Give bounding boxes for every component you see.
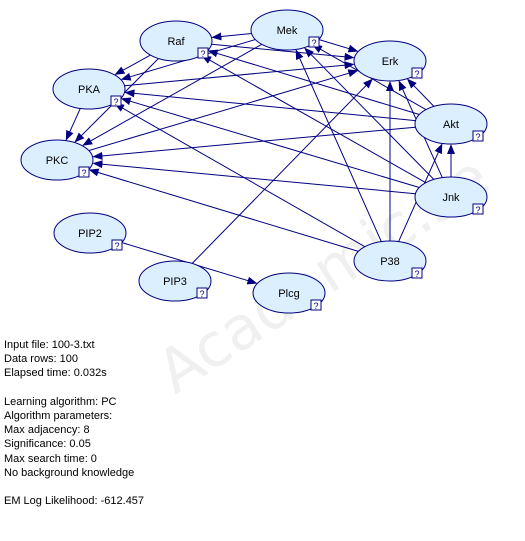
node-ellipse[interactable] [138,260,212,302]
help-badge-text: ? [414,269,419,279]
help-badge-icon[interactable] [472,130,484,142]
node-ellipse[interactable] [53,212,127,254]
node-label: Erk [382,56,399,68]
node-ellipse[interactable] [252,272,326,314]
node-label: PKC [46,155,69,167]
info-line: Algorithm parameters: [4,409,113,422]
node-ellipse[interactable] [353,40,427,82]
node-label: PIP2 [78,228,102,240]
info-line: Data rows: 100 [4,353,78,366]
help-badge-text: ? [311,38,316,48]
edge-raf-to-erk[interactable] [211,43,355,61]
info-line: Max adjacency: 8 [4,424,90,437]
node-mek[interactable]: Mek? [250,9,324,51]
help-badge-text: ? [475,132,480,142]
node-ellipse[interactable] [250,9,324,51]
node-ellipse[interactable] [139,20,213,62]
node-ellipse[interactable] [414,176,488,218]
help-badge-text: ? [313,301,318,311]
info-line: No background knowledge [4,466,135,479]
edge-pkc-to-erk[interactable] [88,69,359,152]
help-badge-icon[interactable] [308,36,320,48]
node-label: Jnk [442,192,460,204]
help-badge-text: ? [113,97,118,107]
help-badge-icon[interactable] [196,287,208,299]
edge-mek-to-erk[interactable] [318,39,359,53]
edge-pka-to-erk[interactable] [124,61,355,87]
node-ellipse[interactable] [52,68,126,110]
help-badge-icon[interactable] [411,267,423,279]
node-raf[interactable]: Raf? [139,20,213,62]
node-pip3[interactable]: PIP3? [138,260,212,302]
info-line: Input file: 100-3.txt [4,339,95,351]
help-badge-icon[interactable] [472,203,484,215]
node-label: P38 [380,256,400,268]
info-line: Elapsed time: 0.032s [4,367,107,380]
help-badge-text: ? [200,49,205,59]
node-label: Plcg [278,288,299,300]
node-ellipse[interactable] [414,103,488,145]
node-label: Akt [443,119,459,131]
edge-p38-to-pkc[interactable] [88,168,359,252]
edge-pka-to-pkc[interactable] [65,108,81,141]
edge-jnk-to-mek[interactable] [304,47,435,180]
node-erk[interactable]: Erk? [353,40,427,82]
help-badge-icon[interactable] [111,239,123,251]
node-akt[interactable]: Akt? [414,103,488,145]
info-line [4,381,144,395]
edge-raf-to-pka[interactable] [114,54,151,75]
node-pka[interactable]: PKA? [52,68,126,110]
node-pip2[interactable]: PIP2? [53,212,127,254]
info-line: EM Log Likelihood: -612.457 [4,495,145,508]
edge-p38-to-mek[interactable] [295,49,382,242]
node-ellipse[interactable] [353,240,427,282]
node-jnk[interactable]: Jnk? [414,176,488,218]
edge-jnk-to-pka[interactable] [120,97,420,188]
help-badge-icon[interactable] [78,166,90,178]
info-line: Max search time: 0 [4,452,97,465]
help-badge-text: ? [81,168,86,178]
edge-jnk-to-pkc[interactable] [92,160,416,195]
info-line: Significance: 0.05 [4,438,91,451]
edge-pip3-to-erk[interactable] [191,78,373,264]
edge-mek-to-raf[interactable] [211,32,252,41]
help-badge-text: ? [114,241,119,251]
node-label: Mek [277,25,298,37]
edge-jnk-to-raf[interactable] [201,55,427,184]
node-pkc[interactable]: PKC? [20,139,94,181]
edge-akt-to-erk[interactable] [407,78,435,107]
help-badge-text: ? [199,289,204,299]
edge-akt-to-raf[interactable] [207,49,420,115]
edge-akt-to-pkc[interactable] [92,126,416,160]
edge-akt-to-pka[interactable] [124,89,416,122]
help-badge-icon[interactable] [110,95,122,107]
node-label: PKA [78,84,101,96]
edge-p38-to-pka[interactable] [114,103,366,248]
node-plcg[interactable]: Plcg? [252,272,326,314]
help-badge-icon[interactable] [411,67,423,79]
help-badge-icon[interactable] [310,299,322,311]
node-p38[interactable]: P38? [353,240,427,282]
help-badge-icon[interactable] [197,47,209,59]
node-label: Raf [167,36,185,48]
info-line [4,480,144,494]
node-label: PIP3 [163,276,187,288]
info-line: Learning algorithm: PC [4,395,117,408]
help-badge-text: ? [475,205,480,215]
edge-mek-to-pkc[interactable] [82,43,263,146]
help-badge-text: ? [414,69,419,79]
node-ellipse[interactable] [20,139,94,181]
